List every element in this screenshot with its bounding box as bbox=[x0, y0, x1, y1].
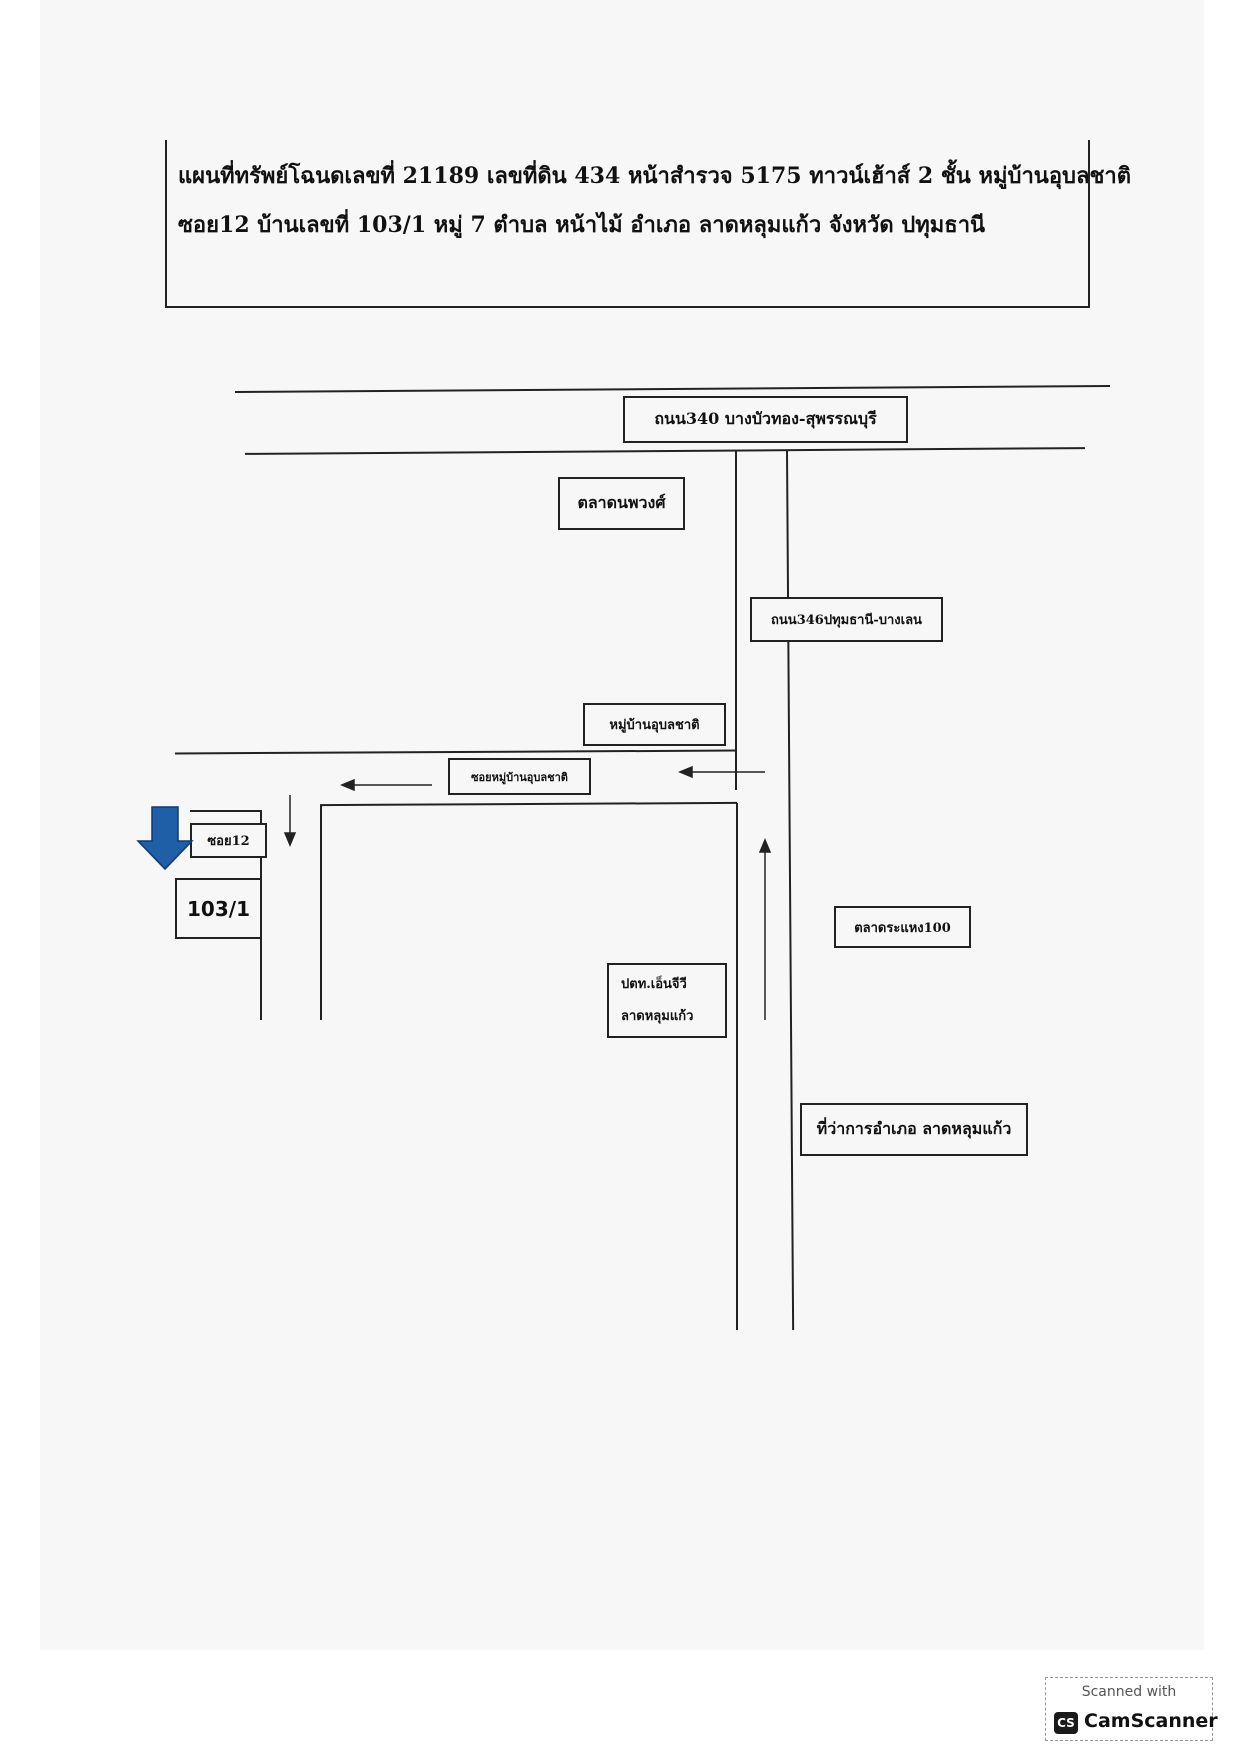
arrow-left-1-head bbox=[678, 765, 693, 779]
ptt-line-2: ลาดหลุมแก้ว bbox=[621, 1008, 694, 1024]
ptt-line-1: ปตท.เอ็นจีวี bbox=[621, 976, 687, 992]
talad-rahaeng-label: ตลาดระแหง100 bbox=[834, 906, 971, 948]
arrow-down-icon bbox=[136, 806, 194, 871]
title-line-2: ซอย12 บ้านเลขที่ 103/1 หมู่ 7 ตำบล หน้าไ… bbox=[178, 212, 986, 238]
title-box bbox=[165, 140, 1090, 308]
camscanner-watermark: Scanned with CS CamScanner bbox=[1045, 1677, 1218, 1741]
road-346-left-edge-upper bbox=[735, 450, 737, 790]
arrow-up-1-head bbox=[758, 838, 772, 853]
road-346-left-edge-lower bbox=[736, 803, 738, 1330]
soi12-east-edge bbox=[320, 805, 322, 1020]
soi12-top-edge bbox=[190, 810, 262, 812]
arrow-left-2-head bbox=[340, 778, 355, 792]
camscanner-logo-icon: CS bbox=[1054, 1712, 1078, 1734]
ptt-ngv-label: ปตท.เอ็นจีวี ลาดหลุมแก้ว bbox=[607, 963, 727, 1038]
watermark-brand: CamScanner bbox=[1084, 1710, 1218, 1732]
district-office-label: ที่ว่าการอำเภอ ลาดหลุมแก้ว bbox=[800, 1103, 1028, 1156]
soi12-label: ซอย12 bbox=[190, 823, 267, 858]
talad-noppawong-label: ตลาดนพวงศ์ bbox=[558, 477, 685, 530]
road-346-label: ถนน346ปทุมธานี-บางเลน bbox=[750, 597, 943, 642]
road-340-label: ถนน340 บางบัวทอง-สุพรรณบุรี bbox=[623, 396, 908, 443]
village-label: หมู่บ้านอุบลชาติ bbox=[583, 703, 726, 746]
watermark-top-text: Scanned with bbox=[1081, 1684, 1177, 1700]
village-soi-label: ซอยหมู่บ้านอุบลชาติ bbox=[448, 758, 591, 795]
arrow-down-1-head bbox=[283, 832, 297, 847]
house-number-label: 103/1 bbox=[175, 878, 262, 939]
title-line-1: แผนที่ทรัพย์โฉนดเลขที่ 21189 เลขที่ดิน 4… bbox=[178, 163, 1132, 189]
